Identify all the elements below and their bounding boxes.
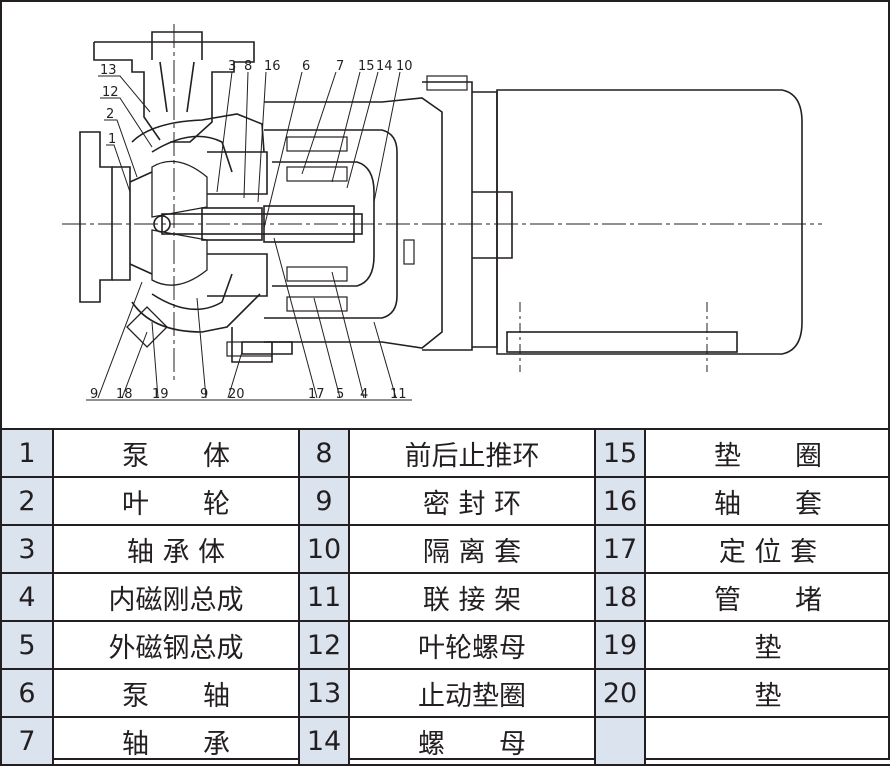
part-name: 隔 离 套 xyxy=(348,524,596,574)
part-name: 轴 承 xyxy=(52,716,300,766)
part-number: 2 xyxy=(0,476,54,526)
part-name: 轴 套 xyxy=(644,476,890,526)
part-number: 13 xyxy=(298,668,350,718)
parts-list-table: 1 泵 体 8 前后止推环 15 垫 圈 2 叶 轮 9 密 封 环 16 轴 … xyxy=(0,428,890,766)
part-number-empty xyxy=(594,716,646,766)
callout-5: 5 xyxy=(336,387,344,402)
callout-20: 20 xyxy=(228,387,245,402)
part-name: 内磁刚总成 xyxy=(52,572,300,622)
callout-18: 18 xyxy=(116,387,133,402)
part-number: 15 xyxy=(594,428,646,478)
part-number: 20 xyxy=(594,668,646,718)
part-number: 3 xyxy=(0,524,54,574)
part-number: 11 xyxy=(298,572,350,622)
callout-7: 7 xyxy=(336,59,344,74)
part-name: 轴 承 体 xyxy=(52,524,300,574)
part-name: 定 位 套 xyxy=(644,524,890,574)
part-number: 10 xyxy=(298,524,350,574)
callout-1: 1 xyxy=(108,132,116,147)
part-number: 1 xyxy=(0,428,54,478)
callout-6: 6 xyxy=(302,59,310,74)
table-row: 6 泵 轴 13 止动垫圈 20 垫 xyxy=(0,668,890,718)
table-row: 4 内磁刚总成 11 联 接 架 18 管 堵 xyxy=(0,572,890,622)
part-name: 泵 体 xyxy=(52,428,300,478)
part-name: 前后止推环 xyxy=(348,428,596,478)
part-number: 19 xyxy=(594,620,646,670)
callout-4: 4 xyxy=(360,387,368,402)
part-number: 4 xyxy=(0,572,54,622)
part-number: 16 xyxy=(594,476,646,526)
callout-10: 10 xyxy=(396,59,413,74)
part-name-empty xyxy=(644,716,890,766)
part-name: 联 接 架 xyxy=(348,572,596,622)
callout-17: 17 xyxy=(308,387,325,402)
part-name: 螺 母 xyxy=(348,716,596,766)
callout-3: 3 xyxy=(228,59,236,74)
part-number: 14 xyxy=(298,716,350,766)
part-number: 5 xyxy=(0,620,54,670)
part-number: 17 xyxy=(594,524,646,574)
table-row: 5 外磁钢总成 12 叶轮螺母 19 垫 xyxy=(0,620,890,670)
part-name: 垫 圈 xyxy=(644,428,890,478)
part-number: 8 xyxy=(298,428,350,478)
pump-cross-section-drawing: 13 12 2 1 3 8 16 6 7 15 14 10 9 18 19 9 … xyxy=(2,2,888,426)
callout-11: 11 xyxy=(390,387,407,402)
part-number: 7 xyxy=(0,716,54,766)
callout-8: 8 xyxy=(244,59,252,74)
callout-9-left: 9 xyxy=(90,387,98,402)
callout-16: 16 xyxy=(264,59,281,74)
callout-2: 2 xyxy=(106,107,114,122)
callout-13: 13 xyxy=(100,63,117,78)
part-name: 泵 轴 xyxy=(52,668,300,718)
part-name: 止动垫圈 xyxy=(348,668,596,718)
callout-12: 12 xyxy=(102,85,119,100)
part-name: 管 堵 xyxy=(644,572,890,622)
callout-15: 15 xyxy=(358,59,375,74)
callout-9-right: 9 xyxy=(200,387,208,402)
table-row: 3 轴 承 体 10 隔 离 套 17 定 位 套 xyxy=(0,524,890,574)
callout-underlines xyxy=(86,75,412,401)
table-row: 7 轴 承 14 螺 母 xyxy=(0,716,890,766)
part-name: 垫 xyxy=(644,620,890,670)
part-number: 9 xyxy=(298,476,350,526)
table-row: 1 泵 体 8 前后止推环 15 垫 圈 xyxy=(0,428,890,478)
pump-outline xyxy=(62,24,822,382)
part-name: 外磁钢总成 xyxy=(52,620,300,670)
callout-19: 19 xyxy=(152,387,169,402)
part-name: 垫 xyxy=(644,668,890,718)
callout-14: 14 xyxy=(376,59,393,74)
part-name: 密 封 环 xyxy=(348,476,596,526)
part-name: 叶 轮 xyxy=(52,476,300,526)
part-number: 12 xyxy=(298,620,350,670)
part-number: 18 xyxy=(594,572,646,622)
table-row: 2 叶 轮 9 密 封 环 16 轴 套 xyxy=(0,476,890,526)
part-number: 6 xyxy=(0,668,54,718)
part-name: 叶轮螺母 xyxy=(348,620,596,670)
